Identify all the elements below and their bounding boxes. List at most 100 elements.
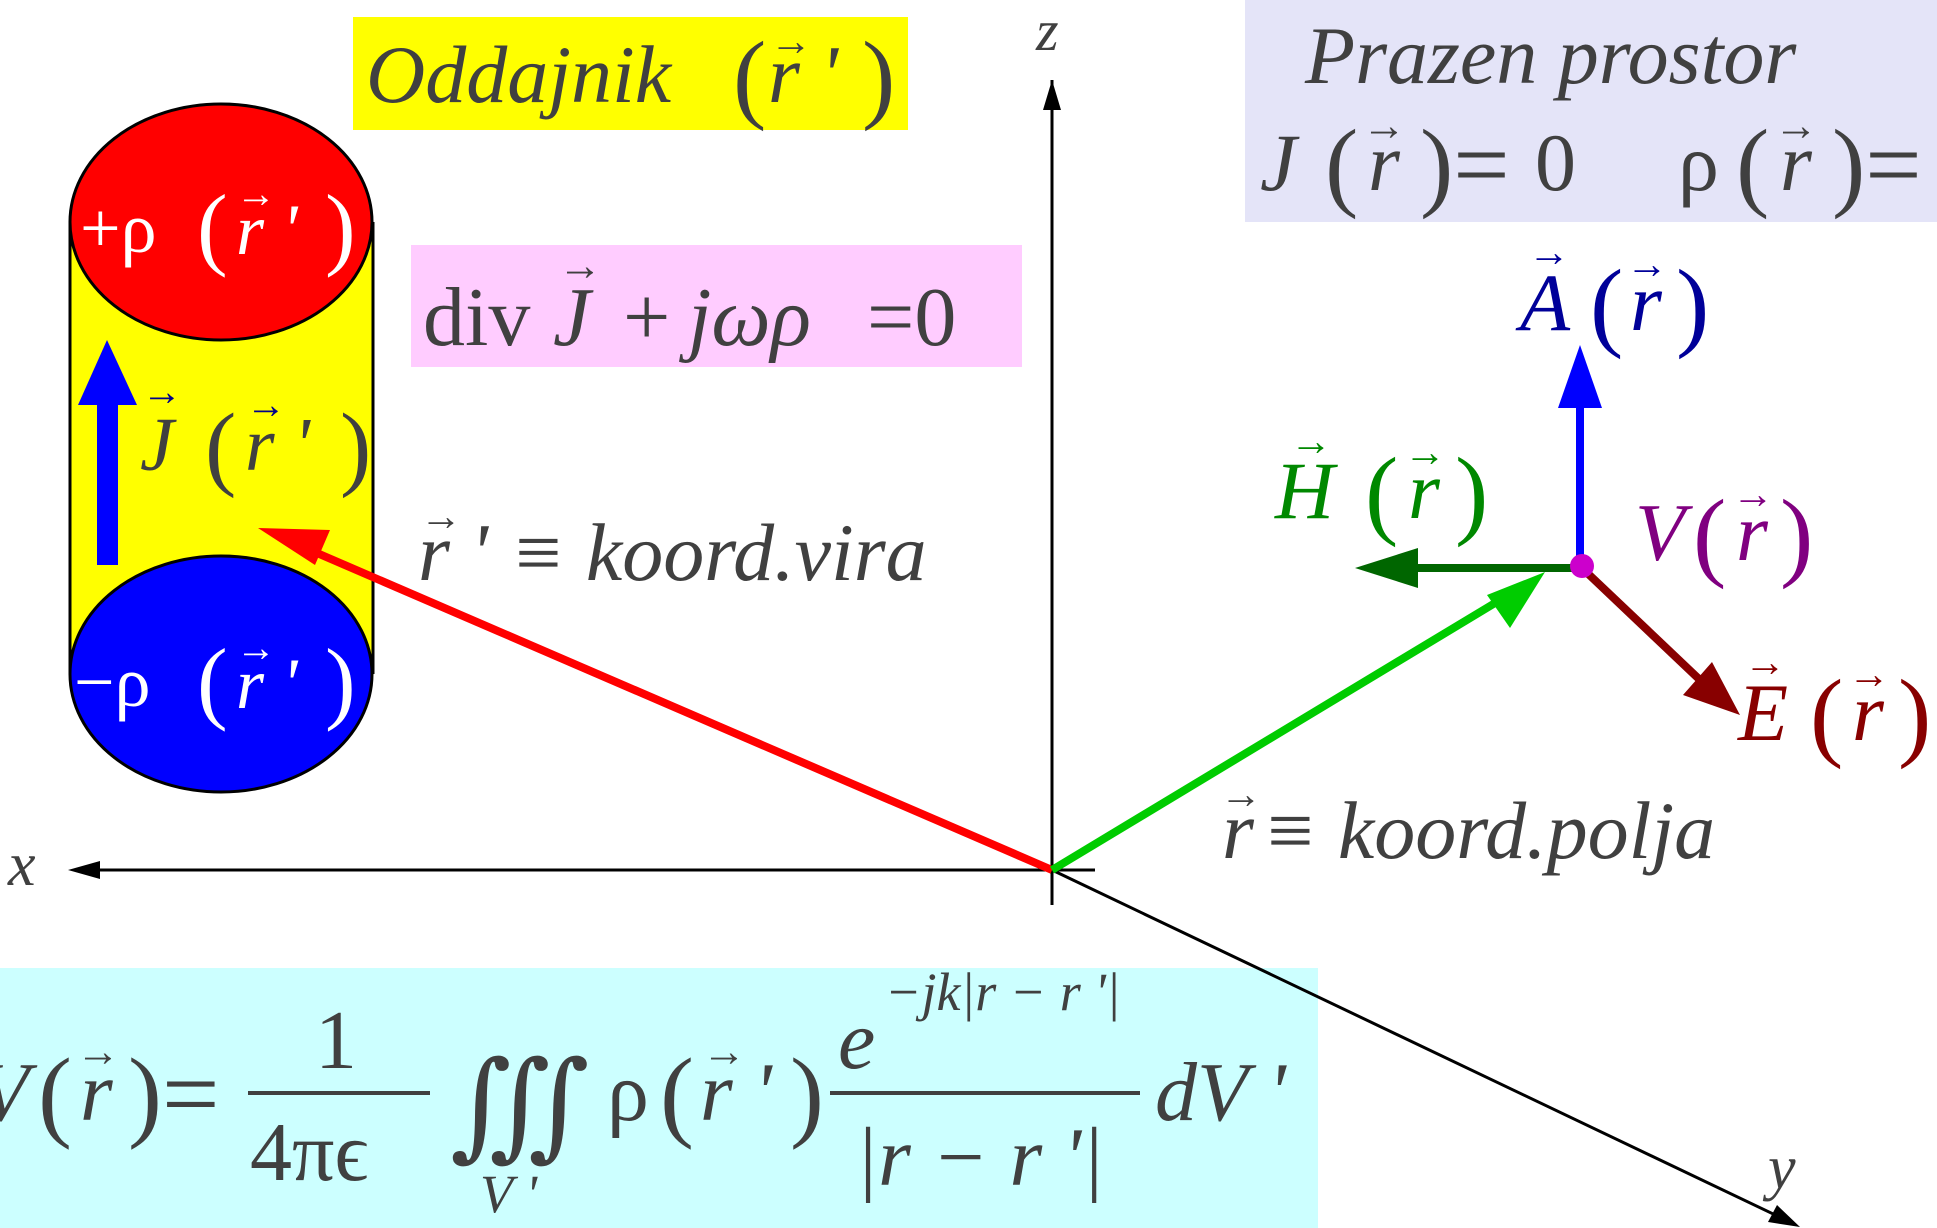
y-axis-label: y	[1762, 1134, 1796, 1202]
formula-integral: ∭	[450, 1040, 590, 1171]
V-paren-open: (	[1693, 479, 1726, 590]
A-label-vec: →	[1528, 230, 1570, 276]
empty-rho-paren-open: (	[1736, 109, 1769, 220]
r-arrow-shaft	[1049, 596, 1503, 874]
source-title-text: Oddajnik	[366, 29, 673, 120]
V-paren-close: )	[1780, 479, 1813, 590]
empty-J-arg: r	[1368, 117, 1401, 208]
formula-denominator-2: |r − r '|	[855, 1111, 1104, 1204]
formula-dV: dV '	[1155, 1046, 1288, 1139]
V-arg: r	[1736, 487, 1769, 578]
empty-J-vec: →	[1362, 101, 1406, 150]
source-title-arg: r '	[768, 29, 839, 120]
V-point	[1570, 554, 1594, 578]
current-arrow-head	[78, 340, 137, 405]
rho-minus-paren-open: (	[197, 630, 228, 732]
formula-lhs-arg: r	[80, 1046, 113, 1139]
r-prime-arrow-head	[258, 528, 330, 565]
current-arg: r '	[245, 403, 312, 487]
r-prime-label-vec: →	[420, 494, 462, 540]
current-J-label: J	[140, 403, 177, 487]
A-label: A	[1515, 257, 1571, 348]
rho-plus-paren-close: )	[325, 176, 356, 278]
r-prime-label: r '	[418, 507, 489, 598]
rho-plus-disk	[68, 102, 374, 342]
A-arg-vec: →	[1626, 242, 1668, 288]
y-axis	[1051, 868, 1791, 1224]
continuity-jwp: jωρ	[679, 271, 811, 364]
formula-exponent: −jk|r − r '|	[885, 962, 1121, 1022]
formula-lhs-vec: →	[76, 1027, 120, 1076]
source-title: Oddajnik ( r ' → )	[366, 19, 895, 132]
A-paren-close: )	[1676, 249, 1709, 360]
H-label: H	[1274, 445, 1338, 536]
source-title-box	[353, 17, 908, 130]
rho-plus-paren-open: (	[197, 176, 228, 278]
r-prime-def: ≡ koord.vira	[510, 507, 927, 598]
formula-lhs-paren-open: (	[38, 1038, 72, 1151]
rho-minus-vec-arrow: →	[236, 625, 276, 670]
r-prime-vector: r ' → ≡ koord.vira	[258, 494, 1054, 874]
y-axis-arrowhead	[1768, 1205, 1800, 1227]
continuity-J: J	[553, 271, 594, 364]
H-arrow-head	[1355, 548, 1418, 588]
rho-minus-disk	[68, 554, 374, 794]
H-paren-open: (	[1365, 437, 1398, 548]
formula-exp-base: e	[838, 994, 875, 1087]
formula-numerator: 1	[315, 994, 357, 1087]
r-vector: r → ≡ koord.polja	[1049, 572, 1715, 876]
z-axis-label: z	[1035, 0, 1059, 63]
empty-space-title: Prazen prostor	[1304, 10, 1797, 101]
formula-rho: ρ	[607, 1046, 649, 1139]
source-title-paren-close: )	[862, 21, 895, 132]
continuity-eq: =0	[867, 271, 956, 364]
empty-J-zero: 0	[1535, 117, 1576, 208]
x-axis-label: x	[7, 831, 36, 899]
E-paren-open: (	[1810, 659, 1843, 770]
empty-space: Prazen prostor J ( r → )= 0 ρ ( r → )=	[1260, 10, 1922, 220]
H-paren-close: )	[1455, 437, 1488, 548]
formula-rho-paren-open: (	[660, 1038, 694, 1151]
E-label-vec: →	[1744, 640, 1786, 686]
formula-volume: V '	[480, 1164, 539, 1224]
continuity-div: div	[423, 271, 530, 364]
formula-rho-arg: r '	[700, 1046, 774, 1139]
formula-denominator: 4πϵ	[250, 1106, 368, 1199]
empty-J-paren-close: )=	[1420, 109, 1510, 220]
H-label-vec: →	[1290, 419, 1332, 465]
empty-J: J	[1260, 117, 1300, 208]
source-title-vec: →	[770, 19, 812, 65]
formula-rho-vec: →	[702, 1027, 746, 1076]
empty-space-box	[1245, 0, 1937, 222]
rho-minus-label: −ρ	[74, 642, 151, 722]
field-point: A → ( r → ) H → ( r → ) E → ( r → ) V ( …	[1274, 230, 1931, 770]
current-J-vec: →	[142, 369, 182, 414]
r-label: r	[1222, 785, 1255, 876]
rho-minus-paren-close: )	[325, 630, 356, 732]
x-axis-arrowhead	[68, 861, 100, 879]
A-paren-open: (	[1590, 249, 1623, 360]
A-arg: r	[1630, 257, 1663, 348]
E-arg: r	[1852, 667, 1885, 758]
axes: x z y	[7, 0, 1800, 1227]
empty-rho-vec: →	[1774, 101, 1818, 150]
E-paren-close: )	[1898, 659, 1931, 770]
source-title-paren-open: (	[733, 21, 766, 132]
current-arg-vec: →	[246, 382, 286, 427]
E-arg-vec: →	[1848, 652, 1890, 698]
r-label-vec: →	[1220, 772, 1262, 818]
continuity-equation: div J → + jωρ =0	[423, 241, 956, 364]
V-label: V	[1635, 487, 1693, 578]
current-paren-open: (	[205, 395, 236, 499]
r-prime-arrow-shaft	[308, 546, 1054, 874]
empty-J-paren-open: (	[1325, 109, 1358, 220]
z-axis-arrowhead	[1043, 80, 1061, 110]
H-arg: r	[1408, 445, 1441, 536]
r-def: ≡ koord.polja	[1262, 785, 1715, 876]
continuity-box	[411, 245, 1022, 367]
rho-minus-arg: r '	[236, 644, 299, 724]
current-arrow-shaft	[97, 395, 118, 565]
r-arrow-head	[1487, 572, 1545, 628]
formula-lhs-paren-close: )=	[128, 1038, 220, 1151]
